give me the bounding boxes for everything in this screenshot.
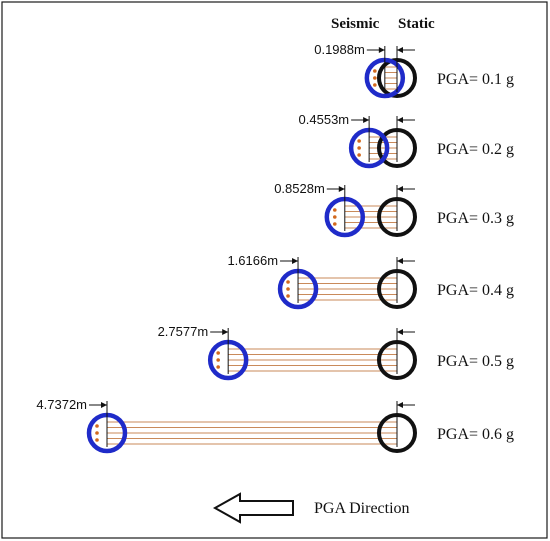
marker-dot bbox=[286, 280, 290, 284]
dimension-arrowhead-right bbox=[397, 402, 403, 408]
dimension-arrowhead-right bbox=[397, 47, 403, 53]
dimension-arrowhead-right bbox=[397, 329, 403, 335]
marker-dot bbox=[286, 287, 290, 291]
dimension-arrowhead-left bbox=[338, 186, 345, 192]
left-arrow-icon bbox=[212, 492, 294, 524]
pga-label: PGA= 0.4 g bbox=[437, 282, 514, 299]
displacement-label: 0.1988m bbox=[314, 42, 365, 57]
marker-dot bbox=[357, 146, 361, 150]
displacement-label: 0.8528m bbox=[274, 181, 325, 196]
pga-label: PGA= 0.1 g bbox=[437, 71, 514, 88]
dimension-arrowhead-right bbox=[397, 258, 403, 264]
pga-label: PGA= 0.2 g bbox=[437, 141, 514, 158]
marker-dot bbox=[216, 358, 220, 362]
dimension-arrowhead-right bbox=[397, 117, 403, 123]
marker-dot bbox=[373, 76, 377, 80]
dimension-arrowhead-left bbox=[292, 258, 299, 264]
pga-label: PGA= 0.5 g bbox=[437, 353, 514, 370]
marker-dot bbox=[95, 438, 99, 442]
marker-dot bbox=[95, 431, 99, 435]
marker-dot bbox=[357, 139, 361, 143]
marker-dot bbox=[373, 83, 377, 87]
marker-dot bbox=[332, 215, 337, 219]
pga-label: PGA= 0.3 g bbox=[437, 210, 514, 227]
dimension-arrowhead-left bbox=[222, 329, 229, 335]
pga-label: PGA= 0.6 g bbox=[437, 426, 514, 443]
dimension-arrowhead-right bbox=[397, 186, 403, 192]
marker-dot bbox=[216, 351, 220, 355]
displacement-label: 0.4553m bbox=[299, 112, 350, 127]
marker-dot bbox=[357, 153, 361, 157]
dimension-arrowhead-left bbox=[101, 402, 107, 408]
marker-dot bbox=[95, 424, 99, 428]
seismic-header: Seismic bbox=[331, 16, 380, 32]
marker-dot bbox=[216, 365, 220, 369]
displacement-label: 2.7577m bbox=[158, 324, 209, 339]
dimension-arrowhead-left bbox=[378, 47, 385, 53]
pga-direction-legend: PGA Direction bbox=[212, 492, 410, 524]
dimension-arrowhead-left bbox=[363, 117, 370, 123]
marker-dot bbox=[332, 222, 337, 226]
pga-direction-label: PGA Direction bbox=[314, 500, 410, 517]
marker-dot bbox=[373, 69, 377, 73]
displacement-label: 1.6166m bbox=[227, 253, 278, 268]
marker-dot bbox=[332, 208, 337, 212]
marker-dot bbox=[286, 294, 290, 298]
static-header: Static bbox=[398, 16, 435, 32]
displacement-label: 4.7372m bbox=[36, 397, 87, 412]
